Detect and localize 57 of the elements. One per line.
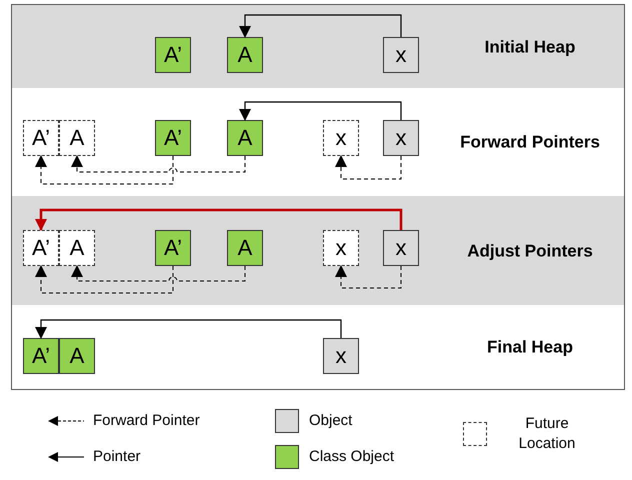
- band-title: Adjust Pointers: [466, 240, 594, 262]
- forward-pointer-arrow: [71, 265, 246, 282]
- class-object-box: [227, 230, 263, 266]
- object-label: A: [70, 345, 84, 367]
- object-label: A: [238, 44, 252, 66]
- object-label: A’: [32, 345, 50, 367]
- object-label: A’: [164, 44, 182, 66]
- band-title: Final Heap: [486, 336, 574, 358]
- pointer-arrow: [35, 208, 402, 231]
- legend-label: Pointer: [93, 447, 141, 467]
- future-location-box: [323, 120, 359, 156]
- object-box: [383, 37, 419, 73]
- object-label: x: [396, 237, 406, 259]
- object-label: x: [336, 345, 346, 367]
- pointer-arrow: [239, 101, 402, 121]
- class-object-box: [23, 338, 59, 374]
- object-label: A: [70, 237, 84, 259]
- heap-band: [12, 5, 624, 88]
- object-box: [323, 338, 359, 374]
- object-box: [383, 230, 419, 266]
- object-label: A’: [32, 127, 50, 149]
- forward-pointer-arrow: [71, 155, 246, 172]
- heap-band: [12, 196, 624, 305]
- object-label: x: [336, 237, 346, 259]
- class-object-box: [155, 37, 191, 73]
- object-label: A’: [164, 237, 182, 259]
- pointer-arrow: [35, 319, 342, 339]
- object-label: A: [238, 237, 252, 259]
- band-title: Forward Pointers: [459, 131, 601, 154]
- object-label: x: [336, 127, 346, 149]
- future-location-box: [59, 120, 95, 156]
- future-location-box: [23, 230, 59, 266]
- band-title: Initial Heap: [484, 36, 576, 58]
- forward-pointer-arrow: [35, 155, 174, 184]
- object-label: A: [238, 127, 252, 149]
- future-location-box: [323, 230, 359, 266]
- object-label: x: [396, 127, 406, 149]
- future-location-box: [23, 120, 59, 156]
- pointer-arrow: [239, 14, 402, 38]
- class-object-box: [59, 338, 95, 374]
- class-object-box: [155, 120, 191, 156]
- legend-label: Forward Pointer: [93, 411, 200, 431]
- class-object-box: [227, 37, 263, 73]
- forward-pointer-arrow: [335, 155, 402, 180]
- object-label: x: [396, 44, 406, 66]
- legend-label: Future Location: [518, 414, 576, 454]
- class-object-box: [227, 120, 263, 156]
- forward-pointer-arrow: [35, 265, 174, 294]
- object-label: A: [70, 127, 84, 149]
- class-object-box: [155, 230, 191, 266]
- object-label: A’: [32, 237, 50, 259]
- legend-label: Object: [309, 411, 352, 431]
- object-label: A’: [164, 127, 182, 149]
- object-box: [383, 120, 419, 156]
- legend-label: Class Object: [309, 447, 394, 467]
- forward-pointer-arrow: [335, 265, 402, 288]
- future-location-box: [59, 230, 95, 266]
